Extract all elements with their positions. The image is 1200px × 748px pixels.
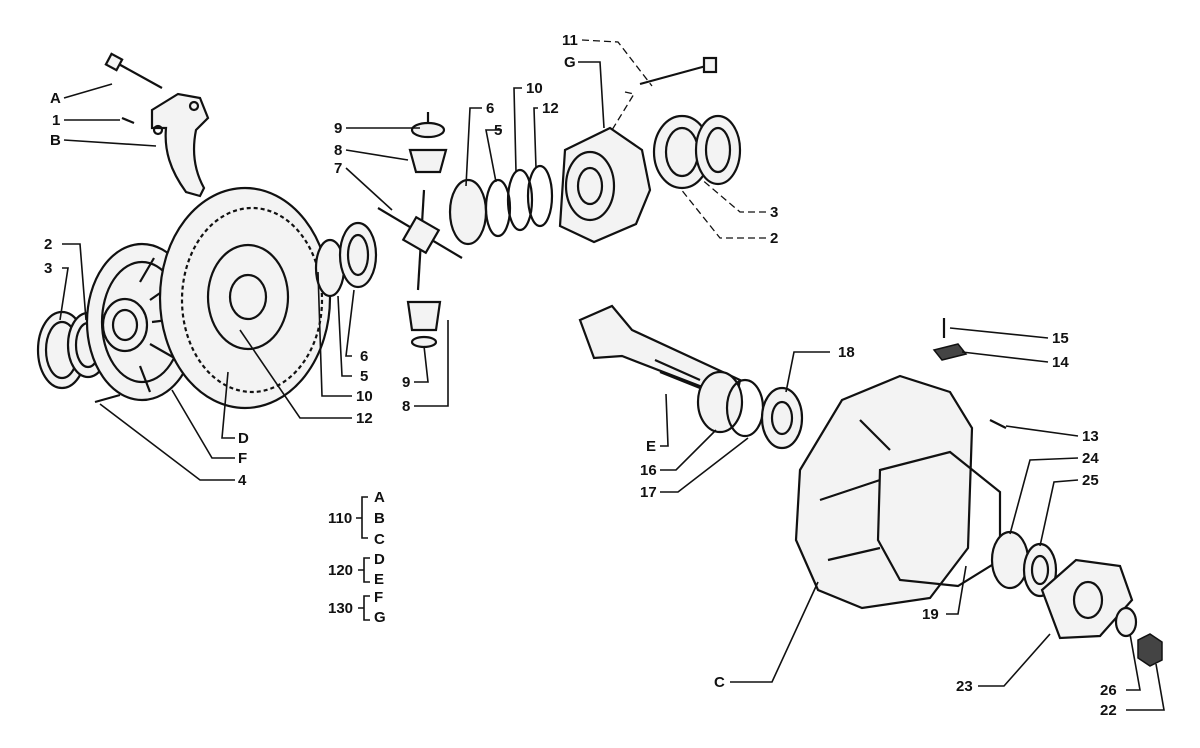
callout-11: 11 (562, 32, 578, 49)
group-letter: B (374, 510, 385, 527)
bolt-11 (639, 56, 718, 86)
callout-2-right: 2 (770, 230, 778, 247)
callout-12-upper: 12 (542, 100, 559, 117)
callout-c: C (714, 674, 725, 691)
callout-15: 15 (1052, 330, 1069, 347)
part-drawings (36, 52, 1163, 667)
group-legend: 110 A B C 120 D E 130 F G (328, 489, 386, 626)
bolt-4 (94, 393, 121, 404)
callout-e: E (646, 438, 656, 455)
callout-f: F (238, 450, 247, 467)
bolt-13 (989, 419, 1007, 429)
washer-26 (1114, 606, 1138, 638)
callout-5-upper: 5 (494, 122, 502, 139)
callout-7: 7 (334, 160, 342, 177)
pin-1 (121, 116, 135, 125)
callout-9-top: 9 (334, 120, 342, 137)
group-letter: F (374, 589, 383, 606)
callout-6-lower: 6 (360, 348, 368, 365)
callout-3-left: 3 (44, 260, 52, 277)
diff-case-half-g (558, 126, 652, 244)
callout-a: A (50, 90, 61, 107)
callout-23: 23 (956, 678, 973, 695)
callout-19: 19 (922, 606, 939, 623)
callout-b: B (50, 132, 61, 149)
callout-24: 24 (1082, 450, 1099, 467)
callout-10-lower: 10 (356, 388, 373, 405)
callout-4: 4 (238, 472, 247, 489)
bolt-a (104, 52, 163, 89)
group-130: 130 F G (328, 589, 386, 626)
carrier-housing-c (794, 374, 1002, 610)
callout-16: 16 (640, 462, 657, 479)
callout-9-bottom: 9 (402, 374, 410, 391)
callout-5-lower: 5 (360, 368, 368, 385)
callout-10-upper: 10 (526, 80, 543, 97)
callout-26: 26 (1100, 682, 1117, 699)
group-code: 110 (328, 510, 352, 527)
callout-d: D (238, 430, 249, 447)
group-letter: A (374, 489, 385, 506)
callout-8-top: 8 (334, 142, 342, 159)
pinion-bearing (696, 370, 804, 450)
group-letter: D (374, 551, 385, 568)
side-gear-left (314, 221, 378, 298)
rear-bearing (990, 530, 1058, 598)
spider-cross (377, 189, 463, 291)
group-letter: E (374, 571, 384, 588)
pinion-gear-top (408, 112, 448, 174)
callout-3-right: 3 (770, 204, 778, 221)
callout-8-bottom: 8 (402, 398, 410, 415)
group-code: 120 (328, 562, 353, 579)
group-letter: C (374, 531, 385, 548)
callout-17: 17 (640, 484, 657, 501)
nut-22 (1137, 633, 1163, 667)
callout-22: 22 (1100, 702, 1117, 719)
side-gear-right (448, 164, 554, 246)
callout-1: 1 (52, 112, 60, 129)
callout-labels: A 1 B 2 3 4 F D 12 10 5 6 9 8 7 9 8 6 5 … (44, 32, 1117, 719)
callout-13: 13 (1082, 428, 1099, 445)
callout-12-lower: 12 (356, 410, 373, 427)
callout-25: 25 (1082, 472, 1099, 489)
callout-g: G (564, 54, 576, 71)
right-bearing (652, 114, 742, 190)
group-120: 120 D E (328, 551, 385, 588)
pinion-gear-bottom (406, 300, 442, 349)
flange-23 (1040, 558, 1134, 640)
group-code: 130 (328, 600, 353, 617)
callout-6-upper: 6 (486, 100, 494, 117)
group-110: 110 A B C (328, 489, 385, 548)
leader-lines (59, 39, 1165, 711)
callout-18: 18 (838, 344, 855, 361)
callout-14: 14 (1052, 354, 1069, 371)
group-letter: G (374, 609, 386, 626)
plate-14 (932, 343, 968, 361)
ring-gear-d (158, 186, 332, 410)
callout-2-left: 2 (44, 236, 52, 253)
bearing-cap-b (150, 92, 210, 198)
